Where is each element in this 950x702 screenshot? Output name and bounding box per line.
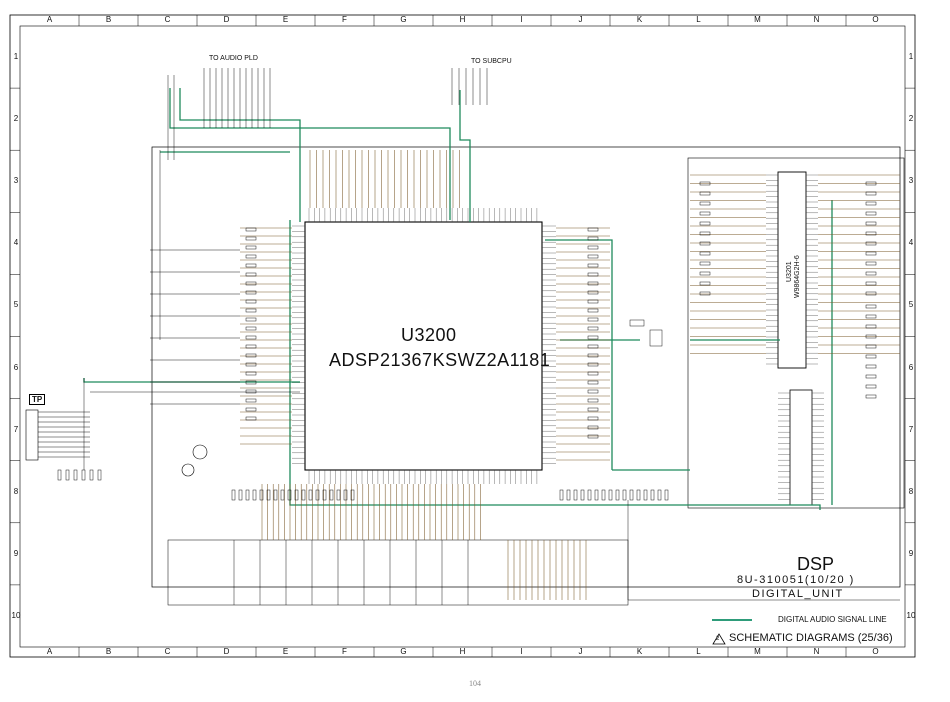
grid-row-label: 3 xyxy=(908,176,914,186)
transistor-q3201 xyxy=(192,444,208,460)
grid-row-label: 8 xyxy=(13,486,19,496)
note-symbol: 2 xyxy=(716,636,720,642)
grid-column-label: F xyxy=(342,15,347,24)
grid-row-label: 6 xyxy=(908,362,914,372)
grid-row-label: 2 xyxy=(13,114,19,124)
grid-column-label: F xyxy=(342,647,347,656)
grid-column-label: J xyxy=(578,647,583,656)
grid-row-label: 4 xyxy=(13,238,19,248)
grid-column-label: C xyxy=(164,647,171,656)
grid-column-label: H xyxy=(459,15,466,24)
flash-chip-part: W9864G2H-6 xyxy=(794,255,801,298)
page-number: 104 xyxy=(469,679,481,688)
grid-row-label: 10 xyxy=(906,610,916,620)
main-chip-ref: U3200 xyxy=(401,325,457,345)
grid-column-label: G xyxy=(400,647,407,656)
grid-column-label: L xyxy=(696,647,701,656)
u3200-body xyxy=(304,221,543,471)
legend-signal-label: DIGITAL AUDIO SIGNAL LINE xyxy=(778,615,887,624)
bottom-block-frame xyxy=(167,539,629,606)
u3200-pins xyxy=(292,208,556,484)
testpoint-connector xyxy=(25,409,39,461)
u3201-lower-body xyxy=(789,389,813,506)
grid-column-label: N xyxy=(813,647,820,656)
grid-column-label: A xyxy=(46,15,53,24)
grid-row-label: 2 xyxy=(908,114,914,124)
grid-column-label: E xyxy=(282,647,289,656)
grid-row-label: 6 xyxy=(13,362,19,372)
grid-column-label: O xyxy=(872,15,879,24)
main-chip-part: ADSP21367KSWZ2A1181 xyxy=(329,350,551,370)
grid-row-label: 7 xyxy=(13,424,19,434)
grid-row-label: 8 xyxy=(908,486,914,496)
flash-chip-ref: U3201 xyxy=(786,261,793,282)
grid-column-label: J xyxy=(578,15,583,24)
grid-row-label: 7 xyxy=(908,424,914,434)
grid-column-label: I xyxy=(520,15,523,24)
grid-column-label: G xyxy=(400,15,407,24)
components xyxy=(57,181,877,501)
to-subcpu-label: TO SUBCPU xyxy=(471,58,512,65)
testpoint-label: TP xyxy=(29,394,46,405)
grid-row-label: 10 xyxy=(11,610,21,620)
grid-column-label: H xyxy=(459,647,466,656)
grid-column-label: O xyxy=(872,647,879,656)
u3201-body xyxy=(777,171,807,369)
grid-row-label: 1 xyxy=(908,52,914,62)
grid-row-label: 9 xyxy=(13,548,19,558)
grid-column-label: M xyxy=(754,647,761,656)
bus-lines xyxy=(240,150,900,600)
grid-column-label: D xyxy=(223,647,230,656)
to-audio-pld-label: TO AUDIO PLD xyxy=(209,55,258,62)
grid-column-label: M xyxy=(754,15,761,24)
grid-column-label: C xyxy=(164,15,171,24)
grid-row-label: 3 xyxy=(13,176,19,186)
grid-row-label: 5 xyxy=(908,300,914,310)
black-wires xyxy=(38,68,900,605)
digital-audio-signal-lines xyxy=(83,88,833,510)
grid-column-label: K xyxy=(636,15,643,24)
inner-frame xyxy=(19,25,906,648)
grid-column-label: K xyxy=(636,647,643,656)
grid-column-label: L xyxy=(696,15,701,24)
grid-row-label: 9 xyxy=(908,548,914,558)
outer-frame xyxy=(9,14,916,658)
grid-ticks xyxy=(10,15,915,657)
grid-column-label: B xyxy=(105,647,112,656)
title-block-doc-number: 8U-310051(10/20 ) xyxy=(737,574,855,586)
title-block-title: DSP xyxy=(797,554,835,574)
footer-caption: SCHEMATIC DIAGRAMS (25/36) xyxy=(729,632,893,644)
title-block-unit: DIGITAL_UNIT xyxy=(752,588,844,600)
grid-row-label: 4 xyxy=(908,238,914,248)
grid-column-label: D xyxy=(223,15,230,24)
right-block-frame xyxy=(687,157,905,509)
u3201-pins xyxy=(766,174,824,500)
grid-column-label: E xyxy=(282,15,289,24)
grid-column-label: N xyxy=(813,15,820,24)
transistor-q3202 xyxy=(181,463,195,477)
note-triangle-icon xyxy=(712,633,726,645)
grid-row-label: 1 xyxy=(13,52,19,62)
grid-column-label: B xyxy=(105,15,112,24)
grid-column-label: A xyxy=(46,647,53,656)
grid-row-label: 5 xyxy=(13,300,19,310)
grid-column-label: I xyxy=(520,647,523,656)
